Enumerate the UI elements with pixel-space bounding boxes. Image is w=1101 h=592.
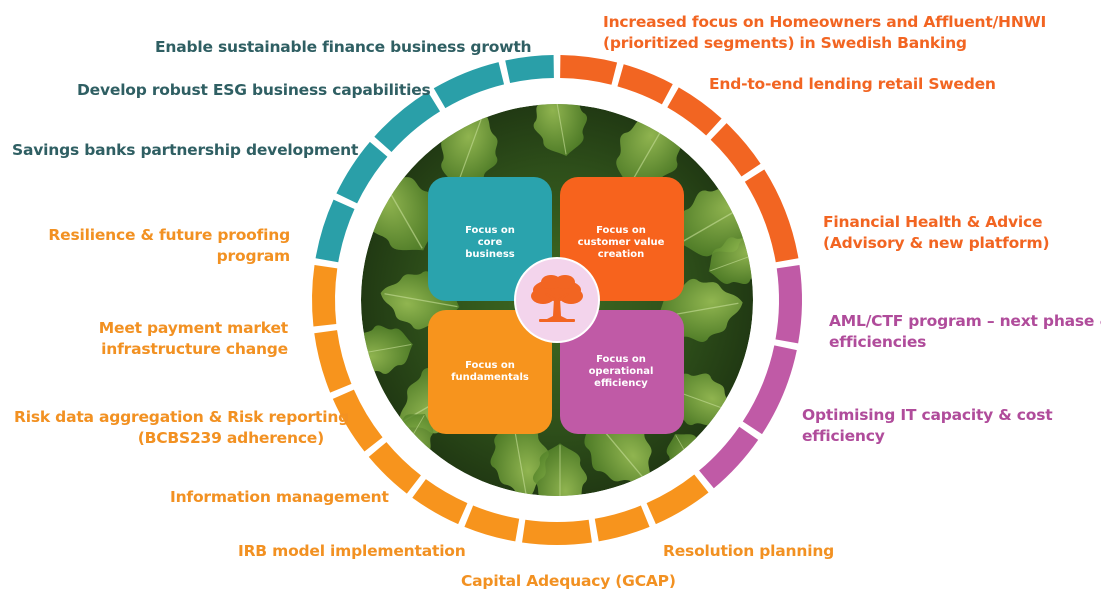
ring-segment [433, 62, 505, 109]
oak-tree-icon [531, 275, 583, 322]
ring-segment [505, 55, 554, 84]
ring-segment [311, 265, 338, 327]
label-sustainable-finance: Enable sustainable finance business grow… [155, 38, 532, 56]
quadrant-core-text: Focus on core business [465, 225, 515, 260]
ring-segment [314, 330, 352, 393]
ring-segment [560, 55, 618, 85]
ring-segment [315, 199, 355, 263]
label-capital-adequacy: Capital Adequacy (GCAP) [461, 572, 676, 590]
ring-segment [710, 123, 761, 177]
label-optimising-it: Optimising IT capacity & cost efficiency [802, 406, 1053, 445]
quadrant-fundamentals-text: Focus on fundamentals [451, 360, 529, 383]
ring-segment [368, 442, 421, 494]
ring-segment [522, 519, 592, 545]
label-resolution-planning: Resolution planning [663, 542, 835, 560]
ring-segment [374, 91, 441, 153]
label-aml-ctf: AML/CTF program – next phase & efficienc… [829, 312, 1101, 351]
ring-segment [744, 169, 799, 263]
label-savings-banks: Savings banks partnership development [12, 141, 359, 159]
quadrant-tile-core [428, 177, 552, 301]
ring-segment [646, 474, 709, 525]
ring-segment [412, 479, 468, 525]
label-payment-market: Meet payment market infrastructure chang… [98, 319, 288, 358]
leaf [708, 237, 753, 285]
label-financial-health: Financial Health & Advice (Advisory & ne… [823, 213, 1050, 252]
ring-segment [617, 64, 673, 105]
label-homeowners: Increased focus on Homeowners and Afflue… [603, 13, 1047, 52]
ring-segment [336, 141, 388, 204]
quadrant-tile-fundamentals [428, 310, 552, 434]
ring-segment [775, 265, 802, 344]
label-resilience: Resilience & future proofing program [48, 226, 290, 265]
leaf [533, 104, 588, 157]
segment-ring [311, 55, 802, 545]
label-information-management: Information management [170, 488, 389, 506]
leaf [533, 443, 587, 496]
label-risk-data: Risk data aggregation & Risk reporting (… [14, 408, 350, 447]
quadrant-tile-operational [560, 310, 684, 434]
ring-segment [594, 505, 650, 542]
ring-segment [464, 505, 520, 542]
label-irb-model: IRB model implementation [238, 542, 466, 560]
ring-segment [667, 87, 722, 136]
quadrant-customer-text: Focus on customer value creation [577, 225, 665, 260]
ring-segment [742, 345, 797, 435]
quadrant-operational-text: Focus on operational efficiency [588, 354, 654, 389]
label-esg-capabilities: Develop robust ESG business capabilities [77, 81, 431, 99]
label-end-to-end-lending: End-to-end lending retail Sweden [709, 75, 996, 93]
quadrant-tile-customer [560, 177, 684, 301]
ring-segment [332, 389, 383, 452]
ring-segment [699, 426, 759, 489]
